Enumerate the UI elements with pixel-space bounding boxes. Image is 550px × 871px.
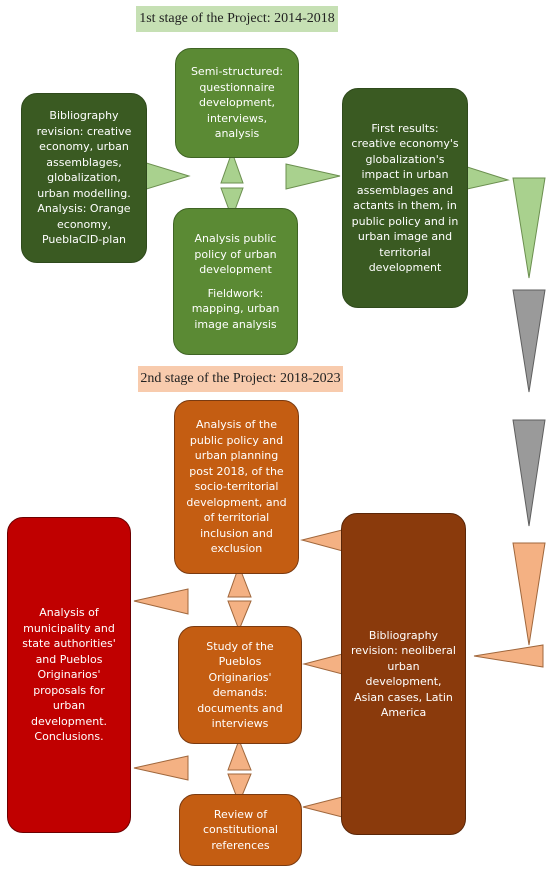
first-results-box: First results: creative economy's global… <box>342 88 468 308</box>
review-constitutional-box: Review of constitutional references <box>179 794 302 866</box>
analysis-fieldwork-box: Analysis public policy of urban developm… <box>173 208 298 355</box>
arrow-up-s2-2 <box>227 738 252 771</box>
stage-2-label: 2nd stage of the Project: 2018-2023 <box>138 366 343 392</box>
fieldwork-text: Fieldwork: mapping, urban image analysis <box>191 286 280 331</box>
arrow-center-to-results <box>285 163 341 190</box>
analysis-post-2018-text: Analysis of the public policy and urban … <box>186 418 287 556</box>
bibliography-revision-box-1: Bibliography revision: creative economy,… <box>21 93 147 263</box>
study-pueblos-text: Study of the Pueblos Originarios' demand… <box>197 639 283 731</box>
analysis-municipality-text: Analysis of municipality and state autho… <box>22 606 116 744</box>
arrow-center-to-red-top <box>133 588 189 615</box>
arrow-bib1-to-center <box>139 160 191 192</box>
analysis-public-policy-text: Analysis public policy of urban developm… <box>194 232 277 276</box>
arrow-right-to-bib2 <box>473 644 544 668</box>
semi-structured-text: Semi-structured: questionnaire developme… <box>190 65 284 141</box>
stage-1-label: 1st stage of the Project: 2014-2018 <box>136 6 338 32</box>
down-triangle-gray-1 <box>512 289 546 393</box>
analysis-post-2018-box: Analysis of the public policy and urban … <box>174 400 299 574</box>
analysis-municipality-box: Analysis of municipality and state autho… <box>7 517 131 833</box>
down-triangle-gray-2 <box>512 419 546 527</box>
down-triangle-peach <box>512 542 546 646</box>
study-pueblos-box: Study of the Pueblos Originarios' demand… <box>178 626 302 744</box>
bibliography-revision-text-1: Bibliography revision: creative economy,… <box>36 109 132 247</box>
arrow-center-to-red-bottom <box>133 755 189 781</box>
down-triangle-green <box>512 177 546 279</box>
bibliography-revision-text-2: Bibliography revision: neoliberal urban … <box>351 628 456 720</box>
review-constitutional-text: Review of constitutional references <box>202 807 278 852</box>
first-results-text: First results: creative economy's global… <box>351 121 459 275</box>
bibliography-revision-box-2: Bibliography revision: neoliberal urban … <box>341 513 466 835</box>
semi-structured-box: Semi-structured: questionnaire developme… <box>175 48 299 158</box>
